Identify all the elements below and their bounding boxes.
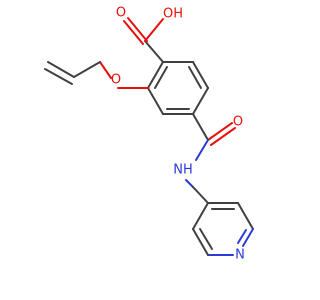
- bond-p3-n: [242, 228, 254, 247]
- bond-inner-p3-n: [237, 229, 247, 244]
- bond-ch-ch2-double-b: [44, 68, 73, 85]
- bond-p6-p1: [192, 202, 209, 230]
- acid-oh-label: OH: [163, 7, 183, 22]
- bond-carboxyl-c-oh: [144, 18, 164, 42]
- benzene-ring: [147, 61, 209, 115]
- bond-ring-amide-c: [192, 113, 209, 141]
- acid-o-label: O: [116, 6, 126, 21]
- bond-ring-c1-carboxyl-c: [144, 40, 164, 63]
- bond-ether-o-ch2: [99, 61, 112, 79]
- pyridine-n-label: N: [235, 248, 245, 263]
- bond-ch2-pyridine: [192, 186, 209, 204]
- allyl-ether-group: O: [44, 61, 149, 89]
- bond-carboxyl-c-o-double-a: [127, 17, 148, 42]
- bond-p2-p3: [237, 202, 254, 230]
- bond-c2-c3: [147, 87, 164, 115]
- bond-inner-p5-p6: [199, 228, 213, 250]
- bond-amide-c-o-a: [207, 122, 233, 141]
- bond-n-ch2: [185, 179, 194, 188]
- bond-ch2-ch: [73, 61, 101, 78]
- amide-nh-label: NH: [173, 163, 193, 178]
- carboxylic-acid-group: OH O: [116, 6, 183, 63]
- amide-group: O NH: [173, 87, 243, 204]
- ether-o-label: O: [111, 73, 121, 88]
- bond-c4-c5: [192, 87, 209, 115]
- bond-carboxyl-c-o-double-b: [123, 20, 144, 45]
- bond-c5-c6: [192, 61, 209, 89]
- bond-amide-c-n: [195, 139, 209, 161]
- bond-c1-c2: [147, 61, 164, 89]
- molecule-structure-diagram: OH O O O NH: [44, 6, 254, 263]
- bond-inner-c1-c2: [154, 66, 168, 89]
- pyridine-ring: N: [192, 202, 254, 263]
- bond-ch-ch2-double-a: [47, 61, 75, 78]
- bond-amide-c-o-b: [210, 127, 236, 146]
- bond-inner-c5-c6: [188, 66, 202, 89]
- bond-p5-p6: [192, 228, 209, 256]
- amide-o-label: O: [233, 115, 243, 130]
